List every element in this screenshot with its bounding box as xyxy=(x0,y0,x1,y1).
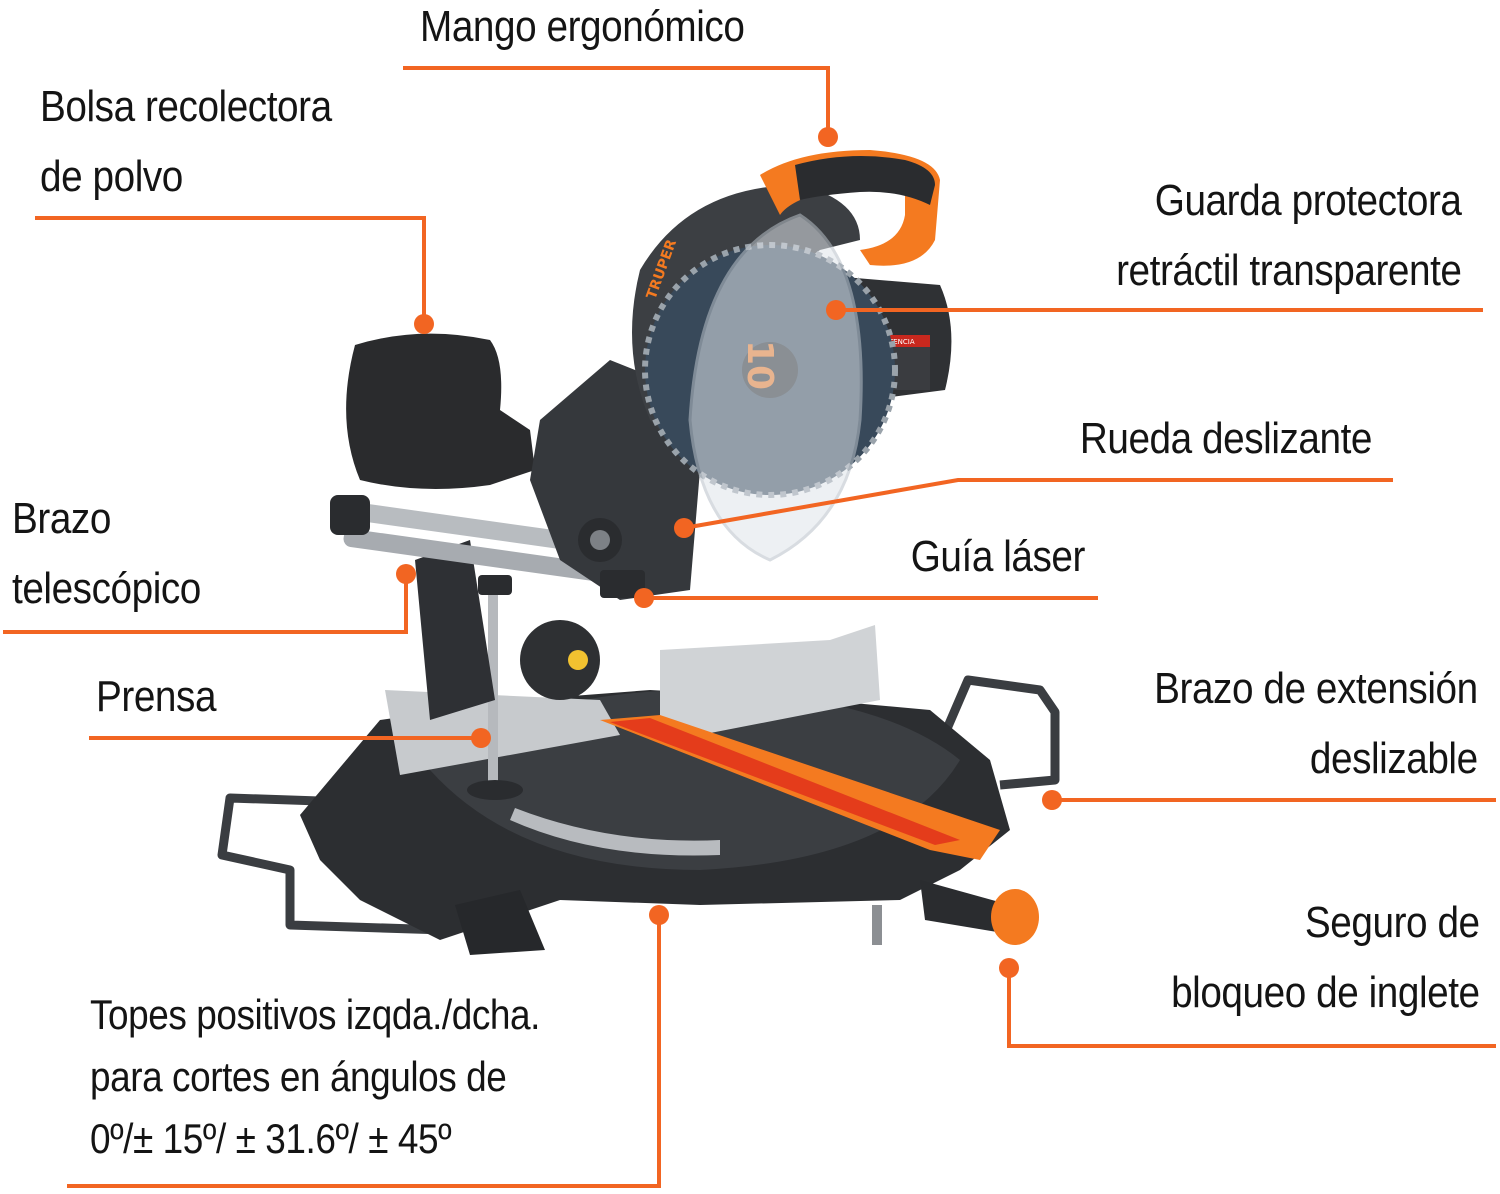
label-seguro: Seguro de bloqueo de inglete xyxy=(1171,888,1480,1028)
label-guarda-line-2: retráctil transparente xyxy=(1116,246,1463,295)
label-prensa: Prensa xyxy=(96,662,216,732)
transparent-guard xyxy=(688,213,863,562)
laser-line xyxy=(610,718,960,845)
dot-guarda xyxy=(826,300,846,320)
label-extension: Brazo de extensión deslizable xyxy=(1154,654,1478,794)
side-support-wire-right xyxy=(935,675,1060,790)
leader-mango xyxy=(403,66,830,135)
dot-bolsa xyxy=(414,314,434,334)
label-bolsa: Bolsa recolectora de polvo xyxy=(40,72,332,212)
leader-brazo-tele xyxy=(3,576,408,634)
fence-right xyxy=(660,625,880,735)
dot-extension xyxy=(1042,790,1062,810)
label-extension-line-2: deslizable xyxy=(1310,734,1478,783)
label-bolsa-line-1: Bolsa recolectora xyxy=(40,82,332,131)
miter-lock-knob xyxy=(991,889,1039,945)
label-topes-line-2: para cortes en ángulos de xyxy=(90,1053,507,1100)
leader-dots xyxy=(396,127,1062,978)
laser-module xyxy=(600,570,645,598)
dot-brazo-tele xyxy=(396,564,416,584)
label-mango-line-1: Mango ergonómico xyxy=(420,2,745,51)
label-topes: Topes positivos izqda./dcha. para cortes… xyxy=(90,984,540,1170)
dust-bag xyxy=(346,333,535,489)
label-brazo-tele-line-1: Brazo xyxy=(12,494,111,543)
label-guarda: Guarda protectora retráctil transparente xyxy=(1116,166,1463,306)
label-guia: Guía láser xyxy=(910,522,1086,592)
label-seguro-line-1: Seguro de xyxy=(1305,898,1480,947)
handle-grip xyxy=(795,156,935,205)
label-rueda: Rueda deslizante xyxy=(1079,404,1373,474)
label-brazo-tele: Brazo telescópico xyxy=(12,484,201,624)
label-seguro-line-2: bloqueo de inglete xyxy=(1171,968,1480,1017)
dot-seguro xyxy=(999,958,1019,978)
dot-topes xyxy=(649,905,669,925)
label-bolsa-line-2: de polvo xyxy=(40,152,183,201)
front-foot xyxy=(455,890,545,955)
label-topes-line-1: Topes positivos izqda./dcha. xyxy=(90,991,540,1038)
miter-saw-illustration: ADVERTENCIA TRUPER 10 xyxy=(217,150,1060,955)
bevel-knob xyxy=(520,620,600,700)
miter-lock-handle xyxy=(920,880,1015,935)
rear-column xyxy=(415,540,495,720)
leader-bolsa xyxy=(35,216,426,322)
miter-scale xyxy=(510,808,720,856)
leader-rueda xyxy=(683,478,1393,530)
dot-mango xyxy=(818,127,838,147)
dot-rueda xyxy=(674,518,694,538)
label-guarda-line-1: Guarda protectora xyxy=(1155,176,1462,225)
dot-prensa xyxy=(471,728,491,748)
label-mango: Mango ergonómico xyxy=(420,0,745,62)
label-prensa-line-1: Prensa xyxy=(96,672,217,721)
adjust-screw xyxy=(872,905,882,945)
label-brazo-tele-line-2: telescópico xyxy=(12,564,201,613)
leader-seguro xyxy=(1007,968,1496,1048)
label-extension-line-1: Brazo de extensión xyxy=(1154,664,1478,713)
leader-topes xyxy=(67,915,661,1188)
label-rueda-line-1: Rueda deslizante xyxy=(1079,414,1373,463)
dot-guia xyxy=(634,588,654,608)
label-topes-line-3: 0º/± 15º/ ± 31.6º/ ± 45º xyxy=(90,1115,452,1162)
slide-rails xyxy=(330,495,602,581)
label-guia-line-1: Guía láser xyxy=(910,532,1086,581)
side-support-wire-left xyxy=(217,793,446,935)
leader-lines xyxy=(3,66,1496,1188)
